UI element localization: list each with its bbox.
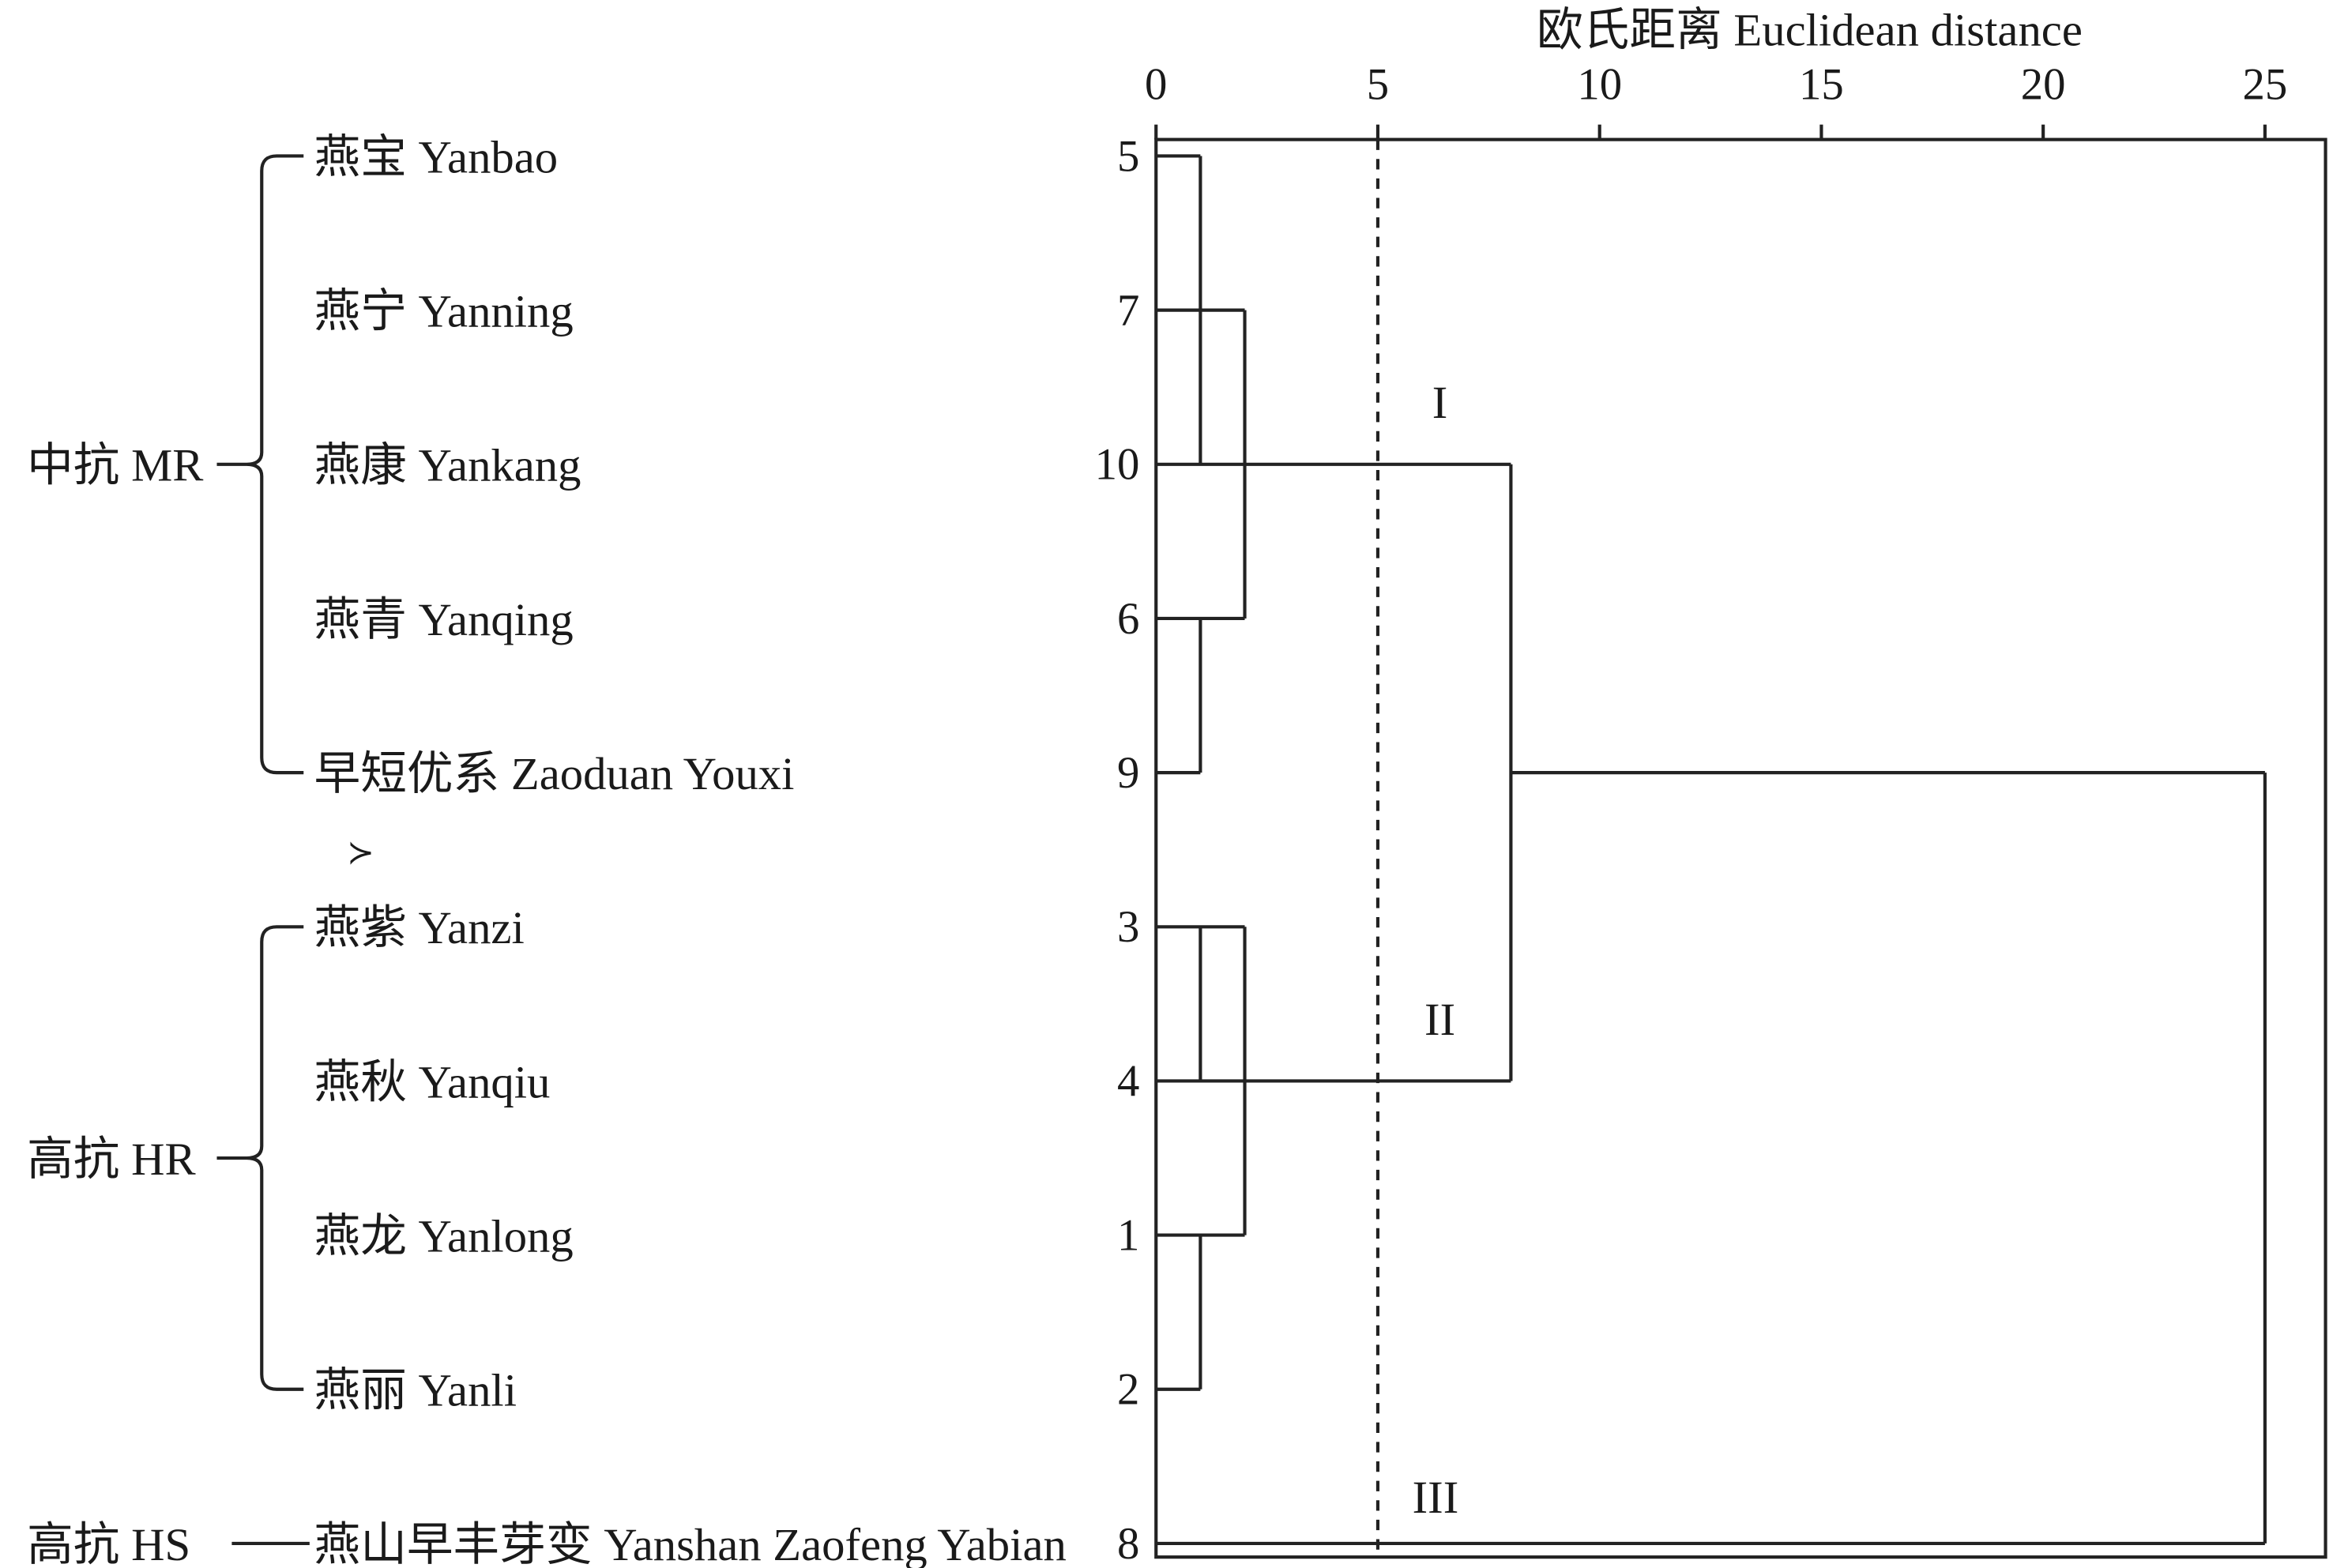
dendrogram-links — [1156, 154, 2267, 1546]
group-labels: 中抗 MR 高抗 HR 高抗 HS — [27, 154, 310, 1568]
leaf-name: 燕龙 Yanlong — [314, 1210, 574, 1262]
x-tick-label: 0 — [1145, 60, 1167, 110]
cluster-label: II — [1424, 994, 1455, 1045]
leaf-name: 燕丽 Yanli — [314, 1365, 517, 1416]
axis-title: 欧氏距离 Euclidean distance — [1537, 4, 2083, 55]
group-label: 中抗 MR — [27, 440, 204, 491]
x-tick-label: 15 — [1799, 60, 1844, 110]
leaf-name: 燕紫 Yanzi — [314, 902, 525, 953]
leaf-name: 燕山早丰芽变 Yanshan Zaofeng Yabian — [314, 1519, 1067, 1568]
stray-mark: ≻ — [347, 835, 374, 871]
leaf-name: 燕青 Yanqing — [314, 594, 574, 645]
x-tick-label: 20 — [2021, 60, 2066, 110]
x-tick-label: 25 — [2242, 60, 2287, 110]
group-bracket — [216, 154, 304, 775]
group-label: 高抗 HR — [27, 1134, 196, 1185]
cluster-label: I — [1432, 377, 1448, 428]
leaf-number: 8 — [1117, 1519, 1139, 1568]
leaf-number: 3 — [1117, 902, 1139, 952]
group-bracket — [216, 925, 304, 1391]
leaf-number: 10 — [1095, 440, 1140, 490]
leaf-name: 燕康 Yankang — [314, 440, 581, 491]
leaf-name: 燕宝 Yanbao — [314, 131, 559, 182]
leaf-number: 9 — [1117, 748, 1139, 798]
leaf-number: 1 — [1117, 1211, 1139, 1261]
leaf-name: 燕秋 Yanqiu — [314, 1056, 551, 1107]
leaf-name: 燕宁 Yanning — [314, 285, 574, 337]
leaf-labels: 5 燕宝 Yanbao 7 燕宁 Yanning 10 燕康 Yankang 6 燕青 Yan… — [314, 131, 1140, 1568]
group-label: 高抗 HS — [27, 1519, 190, 1568]
x-axis-ticks: 0 5 10 15 20 25 — [1145, 60, 2287, 140]
leaf-number: 2 — [1117, 1365, 1139, 1415]
leaf-name: 早短优系 Zaoduan Youxi — [314, 748, 795, 799]
leaf-number: 4 — [1117, 1056, 1139, 1106]
x-tick-label: 5 — [1367, 60, 1389, 110]
leaf-number: 5 — [1117, 131, 1139, 181]
cluster-label: III — [1413, 1472, 1459, 1523]
leaf-number: 6 — [1117, 594, 1139, 644]
leaf-number: 7 — [1117, 286, 1139, 336]
plot-frame — [1154, 137, 2327, 1559]
x-tick-label: 10 — [1577, 60, 1622, 110]
